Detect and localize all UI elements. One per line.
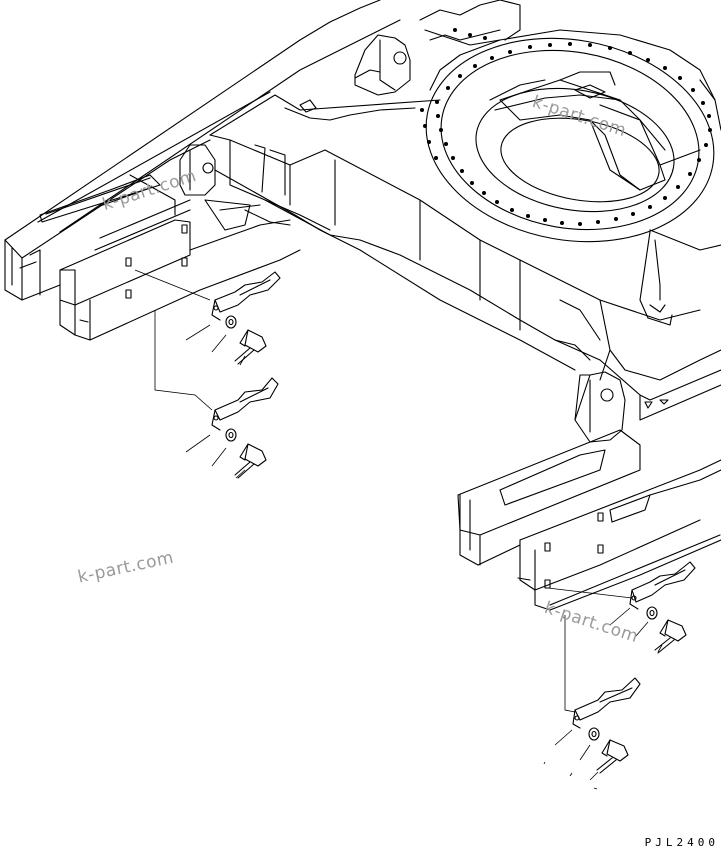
leader-lines-right <box>544 588 662 789</box>
washer <box>589 728 599 740</box>
bracket-upper-left <box>212 272 280 320</box>
bolt <box>235 330 266 364</box>
bracket-lower-right <box>573 678 640 728</box>
bolt <box>655 620 686 653</box>
washer <box>226 429 236 441</box>
page-code: PJL2400 <box>644 836 719 849</box>
right-side-bracket <box>458 430 721 610</box>
upper-end-left <box>420 0 520 45</box>
bracket-lower-left <box>212 378 278 430</box>
washer <box>226 316 236 328</box>
track-frame-main <box>5 0 721 420</box>
upper-boss-center <box>180 145 215 195</box>
leader-lines-left <box>135 270 245 478</box>
bracket-upper-right <box>630 562 695 609</box>
washer <box>647 607 657 619</box>
bolt <box>597 740 628 773</box>
swing-circle <box>420 16 721 263</box>
left-side-bracket <box>60 200 300 340</box>
bolt <box>235 444 266 478</box>
upper-boss-right <box>575 372 625 442</box>
upper-boss-left <box>355 35 410 95</box>
